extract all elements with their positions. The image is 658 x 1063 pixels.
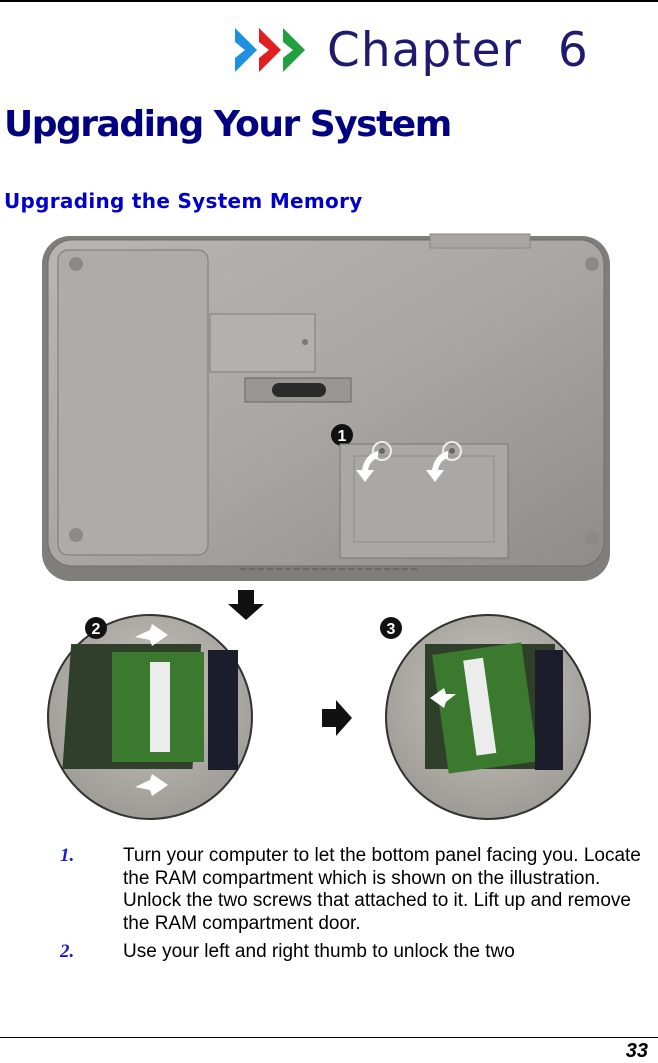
section-title: Upgrading the System Memory bbox=[4, 189, 363, 213]
red-arrow-icon bbox=[259, 28, 281, 72]
footer-rule bbox=[0, 1037, 658, 1038]
step-text: Use your left and right thumb to unlock … bbox=[123, 941, 515, 963]
step-number: 1. bbox=[60, 845, 75, 866]
chapter-label: Chapter bbox=[327, 22, 522, 78]
svg-text:2: 2 bbox=[92, 621, 101, 638]
instruction-steps: 1. Turn your computer to let the bottom … bbox=[60, 845, 658, 970]
step-item: 2. Use your left and right thumb to unlo… bbox=[60, 941, 658, 964]
top-rule bbox=[0, 0, 658, 2]
chapter-number: 6 bbox=[557, 22, 589, 78]
step-item: 1. Turn your computer to let the bottom … bbox=[60, 845, 658, 935]
blue-arrow-icon bbox=[235, 28, 257, 72]
ram-upgrade-illustration: 1 2 3 bbox=[40, 232, 620, 827]
page-title: Upgrading Your System bbox=[4, 104, 452, 145]
chapter-arrows-icon bbox=[235, 24, 305, 76]
page-number: 33 bbox=[625, 1040, 648, 1062]
step-text: Turn your computer to let the bottom pan… bbox=[123, 845, 641, 934]
chapter-banner: Chapter 6 bbox=[235, 20, 589, 80]
step-number: 2. bbox=[60, 941, 75, 963]
green-arrow-icon bbox=[283, 28, 305, 72]
svg-text:3: 3 bbox=[387, 621, 396, 638]
svg-text:1: 1 bbox=[338, 428, 347, 445]
